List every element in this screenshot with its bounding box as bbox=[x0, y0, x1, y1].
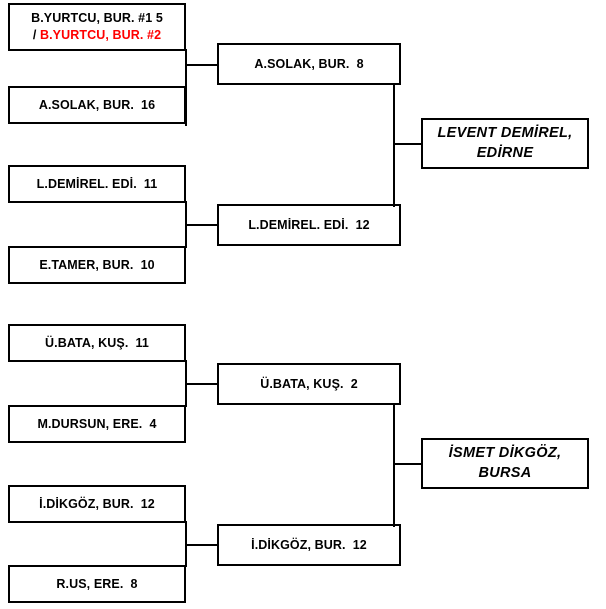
bracket-slot-r1-m4-p1[interactable]: İ.DİKGÖZ, BUR. 12 bbox=[8, 485, 186, 523]
slash-separator: / bbox=[32, 28, 40, 42]
player-name: Ü.BATA, KUŞ. 2 bbox=[260, 376, 358, 391]
connector-horizontal-final-top bbox=[393, 143, 423, 145]
player-name-highlight: B.YURTCU, BUR. #2 bbox=[39, 28, 162, 42]
connector-horizontal-final-bottom bbox=[393, 463, 423, 465]
connector-horizontal-r1-m3 bbox=[185, 383, 218, 385]
connector-horizontal-r1-m1 bbox=[185, 64, 218, 66]
bracket-slot-final-top[interactable]: LEVENT DEMİREL, EDİRNE bbox=[421, 118, 589, 169]
bracket-slot-r1-m1-p1[interactable]: B.YURTCU, BUR. #1 5 / B.YURTCU, BUR. #2 bbox=[8, 3, 186, 51]
connector-horizontal-r1-m4 bbox=[185, 544, 218, 546]
bracket-slot-r1-m1-p2[interactable]: A.SOLAK, BUR. 16 bbox=[8, 86, 186, 124]
bracket-slot-r1-m2-p2[interactable]: E.TAMER, BUR. 10 bbox=[8, 246, 186, 284]
connector-vertical-final-bottom bbox=[393, 403, 395, 527]
player-name: M.DURSUN, ERE. 4 bbox=[37, 416, 157, 431]
connector-vertical-r1-m1 bbox=[185, 49, 187, 126]
winner-name-line1: LEVENT DEMİREL, bbox=[437, 124, 573, 141]
player-name: L.DEMİREL. EDİ. 12 bbox=[248, 217, 370, 232]
winner-name-line2: EDİRNE bbox=[476, 144, 534, 161]
connector-horizontal-r1-m2 bbox=[185, 224, 218, 226]
bracket-slot-r1-m4-p2[interactable]: R.US, ERE. 8 bbox=[8, 565, 186, 603]
bracket-slot-r2-m4[interactable]: İ.DİKGÖZ, BUR. 12 bbox=[217, 524, 401, 566]
player-name: R.US, ERE. 8 bbox=[56, 576, 138, 591]
player-name: L.DEMİREL. EDİ. 11 bbox=[36, 176, 158, 191]
player-name: Ü.BATA, KUŞ. 11 bbox=[45, 335, 149, 350]
winner-name-line2: BURSA bbox=[478, 464, 532, 481]
bracket-slot-r2-m2[interactable]: L.DEMİREL. EDİ. 12 bbox=[217, 204, 401, 246]
player-name: A.SOLAK, BUR. 16 bbox=[38, 97, 156, 112]
player-name: İ.DİKGÖZ, BUR. 12 bbox=[251, 537, 367, 552]
player-name-line2: / B.YURTCU, BUR. #2 bbox=[33, 27, 161, 44]
bracket-slot-final-bottom[interactable]: İSMET DİKGÖZ, BURSA bbox=[421, 438, 589, 489]
player-name: E.TAMER, BUR. 10 bbox=[39, 257, 155, 272]
connector-vertical-final-top bbox=[393, 83, 395, 207]
player-name: İ.DİKGÖZ, BUR. 12 bbox=[39, 496, 155, 511]
player-name: A.SOLAK, BUR. 8 bbox=[254, 56, 364, 71]
bracket-slot-r1-m2-p1[interactable]: L.DEMİREL. EDİ. 11 bbox=[8, 165, 186, 203]
bracket-slot-r2-m3[interactable]: Ü.BATA, KUŞ. 2 bbox=[217, 363, 401, 405]
winner-name-line1: İSMET DİKGÖZ, bbox=[448, 444, 562, 461]
player-name-line1: B.YURTCU, BUR. #1 5 bbox=[31, 11, 163, 26]
bracket-slot-r2-m1[interactable]: A.SOLAK, BUR. 8 bbox=[217, 43, 401, 85]
bracket-slot-r1-m3-p1[interactable]: Ü.BATA, KUŞ. 11 bbox=[8, 324, 186, 362]
bracket-slot-r1-m3-p2[interactable]: M.DURSUN, ERE. 4 bbox=[8, 405, 186, 443]
